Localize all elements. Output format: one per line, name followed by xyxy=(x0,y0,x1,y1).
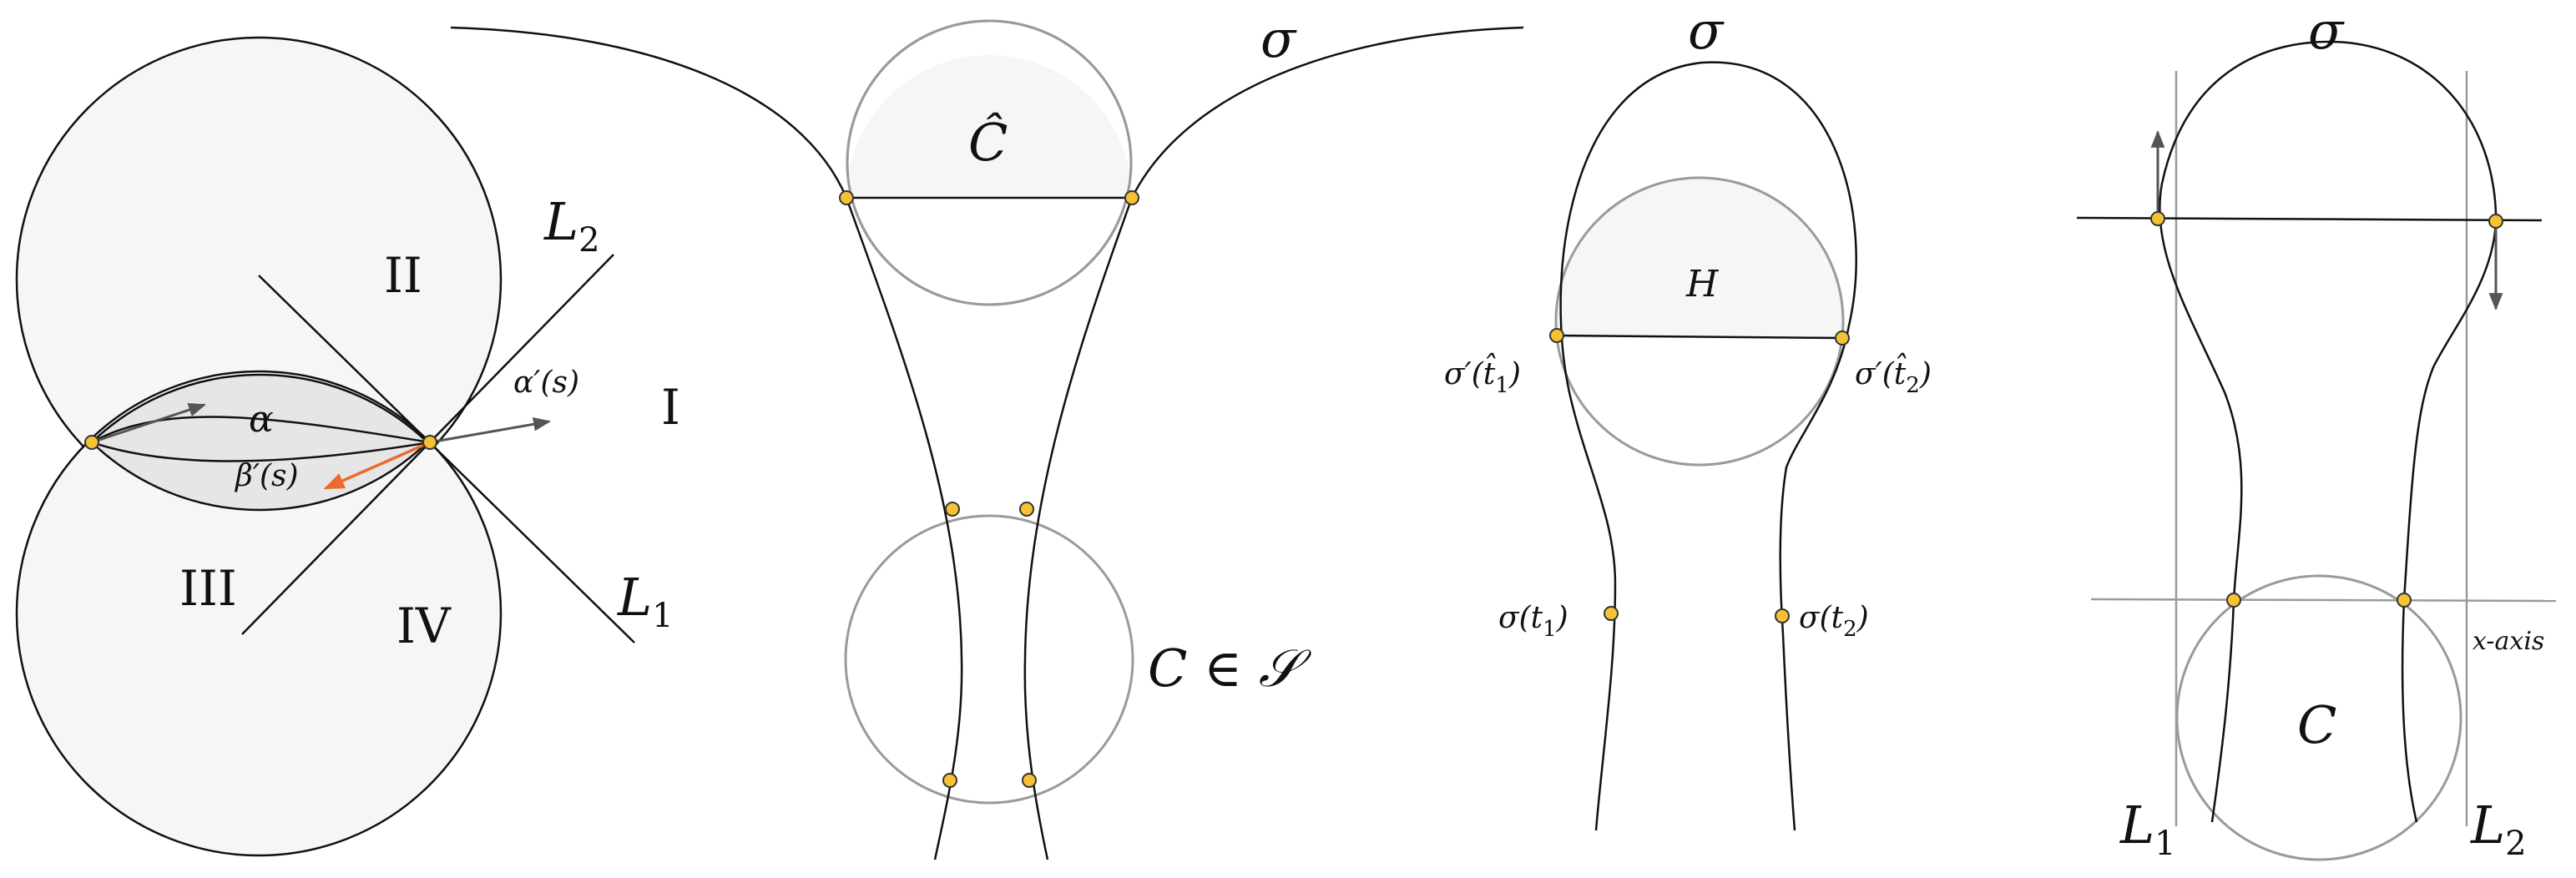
sigma-prime-t1-close: ) xyxy=(1508,357,1521,391)
point-C-lower-left xyxy=(942,773,957,788)
sigma-t2-close: ) xyxy=(1856,601,1869,635)
sigma-t2-label: σ(t2) xyxy=(1799,601,1869,642)
L1-label: L1 xyxy=(617,567,674,635)
point-chord-right xyxy=(1124,190,1139,205)
x-axis-label: x-axis xyxy=(2472,627,2544,656)
alpha-prime-label: α′(s) xyxy=(513,366,579,400)
panel4-L2-sub: 2 xyxy=(2505,825,2526,863)
point-left xyxy=(84,435,99,450)
x-axis-line xyxy=(2090,598,2557,603)
panel-2: σ Ĉ C ∈ 𝒮 xyxy=(450,8,1524,860)
tangent-arrow-beta-prime xyxy=(323,441,431,490)
sigma-prime-t1-base: σ′(t̂ xyxy=(1444,353,1496,391)
tangent-arrow-left xyxy=(91,403,206,444)
point-axis-left xyxy=(2226,593,2241,608)
line-L1 xyxy=(258,275,635,643)
sigma-t1-label: σ(t1) xyxy=(1498,601,1568,642)
sigma-prime-t1-sub: 1 xyxy=(1495,373,1509,398)
panel4-sigma-label: σ xyxy=(2308,0,2345,61)
sigma-right-branch xyxy=(1023,26,1524,860)
panel-4: σ C x-axis L1 L2 xyxy=(2076,0,2557,863)
panel2-sigma-label: σ xyxy=(1260,8,1297,69)
panel4-C-label: C xyxy=(2297,694,2336,755)
beta-prime-label: β′(s) xyxy=(234,459,299,493)
region-III-label: III xyxy=(179,560,237,617)
sigma-t2-base: σ(t xyxy=(1799,601,1844,635)
H-label: H xyxy=(1685,263,1720,305)
region-I-label: I xyxy=(661,379,680,436)
point-C-upper-right xyxy=(1019,502,1034,517)
curve-alpha xyxy=(91,416,431,444)
H-shaded-cap xyxy=(1556,179,1843,338)
alpha-label: α xyxy=(249,398,274,441)
C-in-S-label: C ∈ 𝒮 xyxy=(1148,638,1312,699)
horizontal-chord-line xyxy=(2076,216,2543,222)
circle-C-hat-outline xyxy=(846,19,1133,306)
sigma-left-branch xyxy=(450,26,963,860)
panel3-sigma-label: σ xyxy=(1688,0,1725,61)
H-chord xyxy=(1556,334,1843,340)
sigma-prime-t2-sub: 2 xyxy=(1906,373,1920,398)
region-IV-label: IV xyxy=(397,598,452,654)
curve-beta xyxy=(91,441,431,462)
L1-label-base: L xyxy=(617,567,652,628)
point-sigma-prime-t2 xyxy=(1835,331,1850,346)
point-sigma-t1 xyxy=(1604,606,1619,621)
circle-H xyxy=(1554,176,1845,467)
tangent-arrow-alpha-prime xyxy=(429,416,552,444)
point-axis-right xyxy=(2397,593,2412,608)
circle-C xyxy=(844,514,1134,805)
sigma-t1-base: σ(t xyxy=(1498,601,1543,635)
panel4-L1-base: L xyxy=(2119,795,2154,855)
point-chord-left xyxy=(839,190,854,205)
panel4-circle-C xyxy=(2175,574,2462,861)
point-sigma-prime-t1 xyxy=(1549,328,1564,343)
panel4-L1-sub: 1 xyxy=(2154,825,2175,863)
panel4-L2-label: L2 xyxy=(2470,795,2527,863)
panel-1: II I III IV α α′(s) β′(s) L2 L1 xyxy=(15,36,680,857)
panel4-L1-label: L1 xyxy=(2119,795,2176,863)
sigma-t2-sub: 2 xyxy=(1843,617,1857,642)
sigma-t1-close: ) xyxy=(1556,601,1568,635)
L2-label-base: L xyxy=(543,191,578,252)
point-upper-left xyxy=(2150,211,2165,226)
L1-label-sub: 1 xyxy=(652,597,673,635)
sigma-prime-t2-close: ) xyxy=(1919,357,1932,391)
panel4-sigma-curve xyxy=(2159,40,2498,823)
L2-label-sub: 2 xyxy=(578,221,599,260)
point-C-lower-right xyxy=(1022,773,1037,788)
panel4-L2-base: L xyxy=(2470,795,2505,855)
point-right xyxy=(422,435,437,450)
point-upper-right xyxy=(2488,214,2503,229)
C-hat-label: Ĉ xyxy=(968,112,1008,173)
sigma-balloon-curve xyxy=(1559,61,1857,831)
L2-label: L2 xyxy=(543,191,600,260)
sigma-prime-t2-label: σ′(t̂2) xyxy=(1855,353,1932,398)
sigma-prime-t2-base: σ′(t̂ xyxy=(1855,353,1907,391)
point-C-upper-left xyxy=(945,502,960,517)
panel-3: σ H σ′(t̂1) σ′(t̂2) σ(t1) σ(t2) xyxy=(1444,0,1932,831)
C-hat-shaded-cap xyxy=(846,55,1132,198)
sigma-t1-sub: 1 xyxy=(1543,617,1557,642)
sigma-prime-t1-label: σ′(t̂1) xyxy=(1444,353,1521,398)
region-II-label: II xyxy=(384,247,422,304)
point-sigma-t2 xyxy=(1775,608,1790,623)
